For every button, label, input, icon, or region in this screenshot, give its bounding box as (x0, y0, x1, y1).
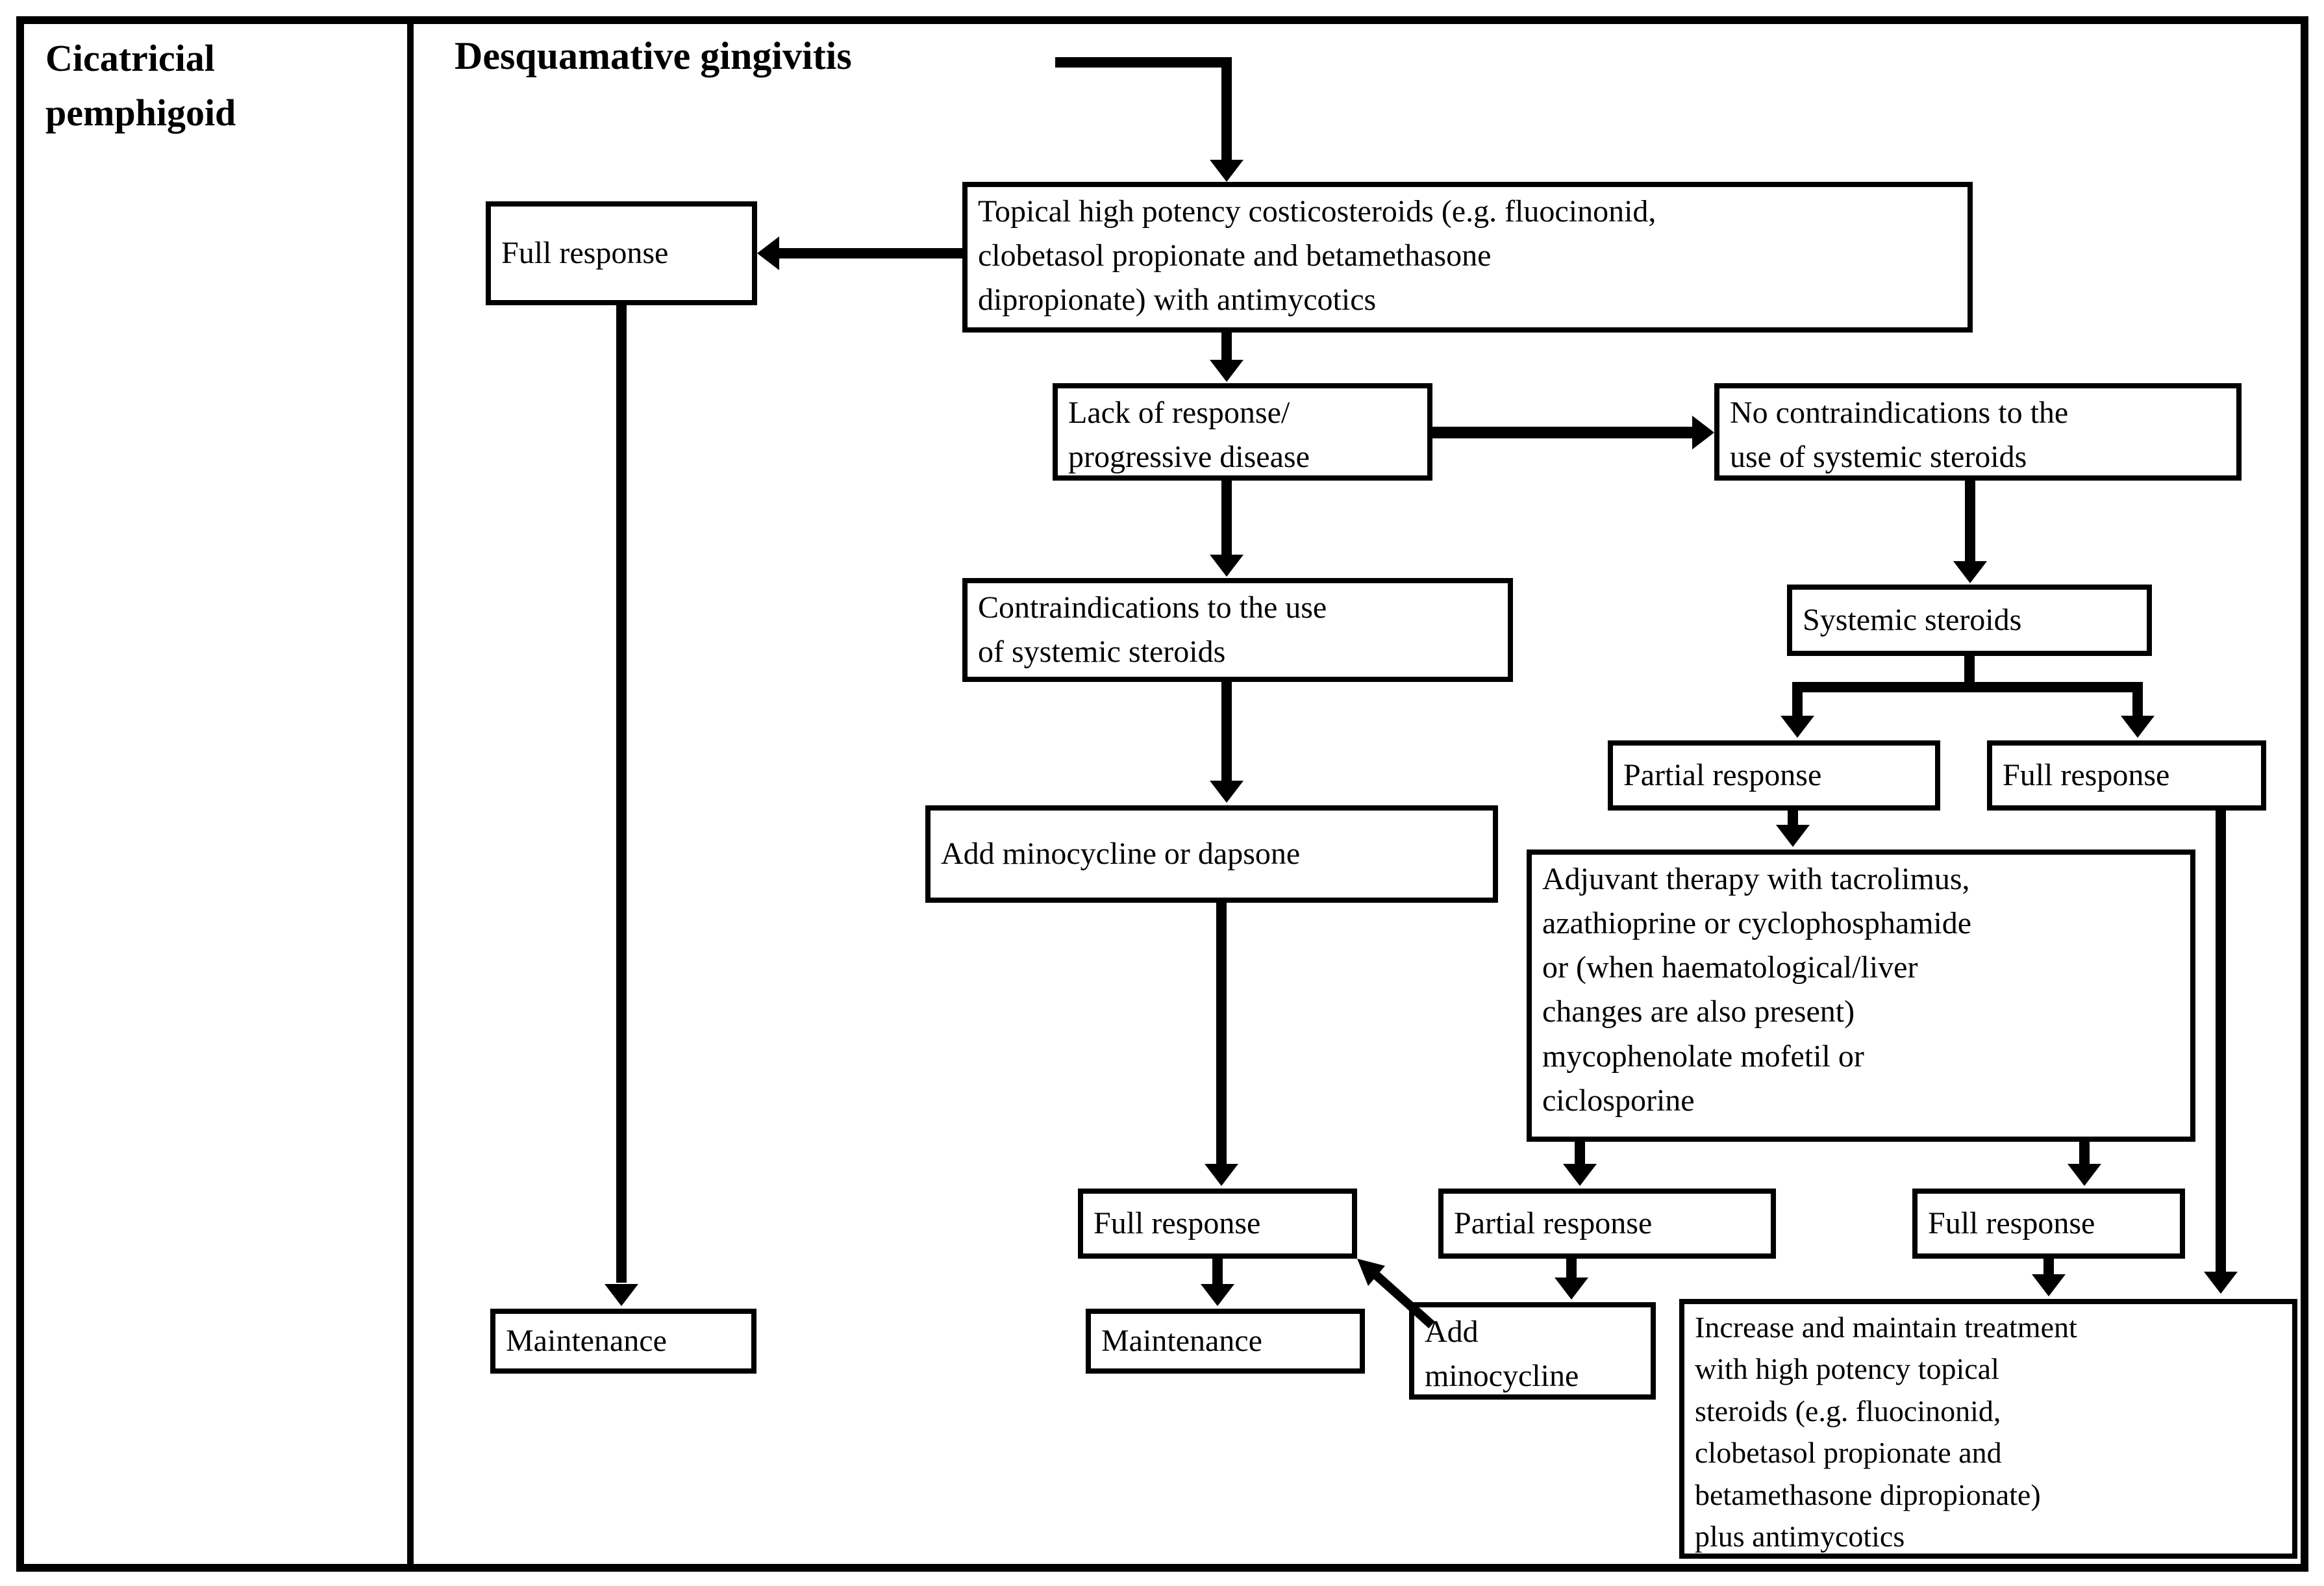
node-full-response-topical: Full response (486, 201, 757, 305)
node-full-response-dapsone: Full response (1078, 1189, 1357, 1259)
connector-no-contra-to-systemic (1965, 481, 1975, 562)
connector-systemic-split-bar (1792, 682, 2143, 692)
arrowhead-to-add-minocycline (1555, 1278, 1588, 1300)
connector-adjuvant-to-full (2079, 1142, 2090, 1165)
arrowhead-to-lack (1210, 360, 1243, 382)
arrowhead-to-adjuvant (1776, 825, 1810, 847)
arrowhead-to-full-response-systemic (2121, 716, 2155, 738)
connector-partial-to-adjuvant (1788, 811, 1798, 827)
connector-systemic-stub (1964, 656, 1975, 685)
connector-partial-to-add-minocycline (1566, 1259, 1577, 1279)
arrowhead-to-no-contraindications (1692, 416, 1714, 449)
connector-dapsone-to-full-response (1216, 903, 1227, 1165)
connector-title-vertical (1221, 57, 1232, 160)
connector-title-horizontal (1055, 57, 1232, 68)
node-add-minocycline-or-dapsone: Add minocycline or dapsone (925, 805, 1498, 903)
node-adjuvant-therapy: Adjuvant therapy with tacrolimus, azathi… (1527, 850, 2195, 1142)
node-lack-of-response: Lack of response/ progressive disease (1053, 383, 1432, 481)
connector-topical-to-full-response (779, 248, 962, 258)
node-full-response-systemic: Full response (1987, 740, 2266, 811)
column-divider (407, 16, 414, 1572)
arrowhead-title-to-topical (1210, 160, 1243, 182)
arrowhead-to-full-response-dapsone (1205, 1164, 1238, 1186)
node-maintenance-left: Maintenance (490, 1309, 756, 1374)
arrowhead-to-partial-response-systemic (1780, 716, 1814, 738)
connector-adjuvant-to-partial (1575, 1142, 1585, 1165)
connector-full-response-to-maintenance-left (616, 305, 627, 1283)
arrowhead-systemic-full-to-increase (2204, 1272, 2238, 1294)
arrowhead-to-increase (2032, 1274, 2066, 1296)
connector-full-response-systemic-to-increase (2216, 811, 2226, 1273)
arrowhead-to-maintenance-left (605, 1284, 638, 1306)
node-increase-and-maintain: Increase and maintain treatment with hig… (1679, 1299, 2297, 1559)
arrowhead-to-systemic (1953, 561, 1987, 583)
arrowhead-to-maintenance-center (1201, 1284, 1234, 1306)
node-add-minocycline: Add minocycline (1409, 1302, 1656, 1400)
arrowhead-to-contraindications (1210, 555, 1243, 577)
connector-full-adjuvant-to-increase (2043, 1259, 2054, 1277)
node-no-contraindications: No contraindications to the use of syste… (1714, 383, 2242, 481)
connector-add-minocycline-to-full-response (1357, 1259, 1435, 1329)
node-contraindications: Contraindications to the use of systemic… (962, 578, 1513, 682)
flowchart-title: Desquamative gingivitis (455, 34, 852, 77)
node-maintenance-center: Maintenance (1086, 1309, 1365, 1374)
row-label-cicatricial-pemphigoid: Cicatricial pemphigoid (45, 37, 236, 134)
node-full-response-adjuvant: Full response (1912, 1189, 2185, 1259)
connector-lack-to-no-contraindications (1432, 427, 1692, 438)
node-systemic-steroids: Systemic steroids (1787, 585, 2152, 656)
arrowhead-to-minocycline-dapsone (1210, 781, 1243, 803)
connector-split-right-arm (2132, 682, 2143, 717)
connector-topical-to-lack (1221, 333, 1232, 361)
arrowhead-to-partial-response-adjuvant (1563, 1164, 1597, 1186)
connector-contra-to-minocycline-dapsone (1221, 682, 1232, 782)
node-partial-response-systemic: Partial response (1608, 740, 1940, 811)
node-partial-response-adjuvant: Partial response (1438, 1189, 1776, 1259)
connector-lack-to-contraindications (1221, 481, 1232, 555)
node-topical-steroids: Topical high potency costicosteroids (e.… (962, 182, 1973, 333)
arrowhead-to-full-response-left (757, 236, 779, 270)
arrowhead-to-full-response-adjuvant (2068, 1164, 2101, 1186)
connector-split-left-arm (1792, 682, 1803, 717)
connector-full-to-maintenance-center (1212, 1259, 1223, 1286)
